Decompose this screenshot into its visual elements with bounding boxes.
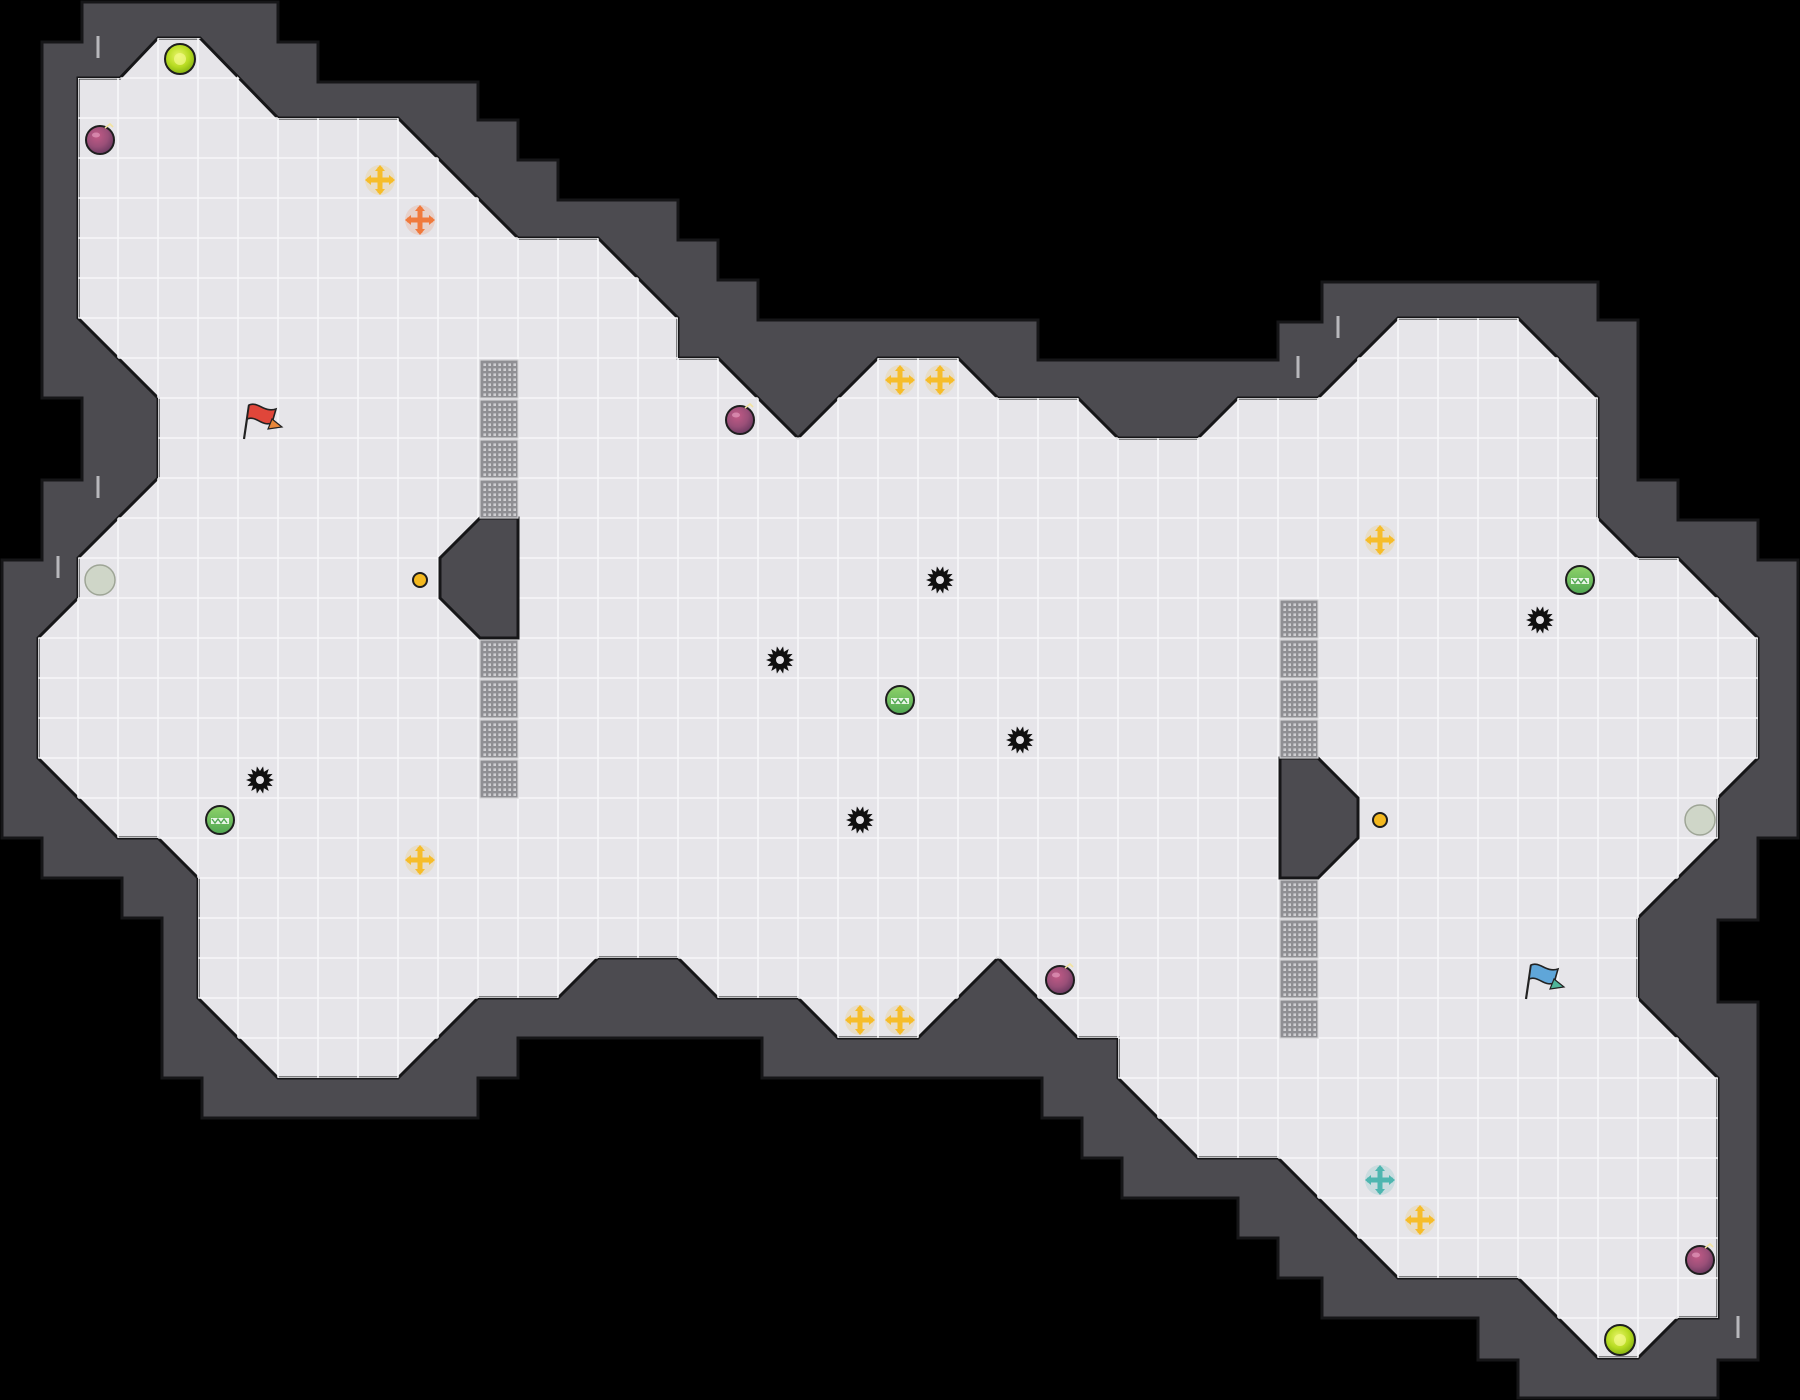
bombs-layer <box>85 122 1715 1275</box>
bomb-icon <box>1685 1242 1715 1275</box>
inactive-portal-icon <box>84 564 116 596</box>
wall-notches <box>56 36 1740 1338</box>
red-boost-icon <box>405 205 435 235</box>
gate-column <box>479 359 519 519</box>
spike-icon <box>766 646 794 674</box>
button-icon <box>412 572 428 588</box>
spikes-layer <box>246 566 1554 834</box>
yellow-boost-icon <box>925 365 955 395</box>
yellow-boost-icon <box>885 365 915 395</box>
yellow-boost-icon <box>1365 525 1395 555</box>
inactive-portal-icon <box>1684 804 1716 836</box>
yellow-boost-icon <box>845 1005 875 1035</box>
yellow-boost-icon <box>885 1005 915 1035</box>
spike-icon <box>846 806 874 834</box>
teal-boost-icon <box>1365 1165 1395 1195</box>
yellow-boost-icon <box>365 165 395 195</box>
spike-icon <box>1526 606 1554 634</box>
bomb-icon <box>725 402 755 435</box>
spike-icon <box>246 766 274 794</box>
bomb-icon <box>85 122 115 155</box>
powerup-icon <box>205 805 235 835</box>
portal-icon <box>1604 1324 1636 1356</box>
portal-icon <box>164 43 196 75</box>
yellow-boost-icon <box>405 845 435 875</box>
spike-icon <box>1006 726 1034 754</box>
red-flag-icon <box>242 403 284 440</box>
gate-column <box>1279 599 1319 759</box>
boosts-layer <box>365 165 1435 1235</box>
spike-icon <box>926 566 954 594</box>
button-icon <box>1372 812 1388 828</box>
bomb-icon <box>1045 962 1075 995</box>
powerup-icon <box>885 685 915 715</box>
gate-column <box>479 639 519 799</box>
powerups-layer <box>205 565 1595 835</box>
yellow-boost-icon <box>1405 1205 1435 1235</box>
powerup-icon <box>1565 565 1595 595</box>
blue-flag-icon <box>1524 963 1566 1000</box>
gate-column <box>1279 879 1319 1039</box>
